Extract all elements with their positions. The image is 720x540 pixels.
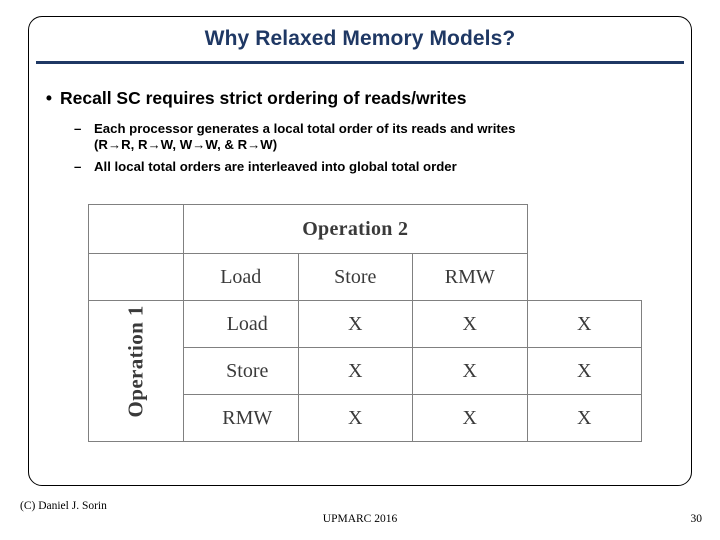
table-cell-load-store: X xyxy=(412,300,528,348)
table-cell-load-load: X xyxy=(297,300,413,348)
table-header-operation2: Operation 2 xyxy=(183,204,528,254)
table-header-operation1-label: Operation 1 xyxy=(123,304,148,417)
table-colheader-rmw: RMW xyxy=(412,253,528,301)
table-row-col-headers: Load Store RMW xyxy=(88,253,642,301)
footer-page-number: 30 xyxy=(690,513,703,525)
table-cell-store-load: X xyxy=(297,347,413,395)
sub-bullet-2: – All local total orders are interleaved… xyxy=(74,159,680,175)
title-divider xyxy=(36,61,684,64)
sub-bullet-marker: – xyxy=(74,159,82,174)
table-cell-corner-blank xyxy=(88,204,184,254)
sub-bullet-1-line1: Each processor generates a local total o… xyxy=(94,121,516,136)
table-cell-rmw-rmw: X xyxy=(526,394,642,442)
operation-matrix: Operation 2 Load Store RMW Operation 1 L… xyxy=(88,204,642,442)
bullet-level1: • Recall SC requires strict ordering of r… xyxy=(38,88,678,109)
table-rowheader-load: Load xyxy=(183,300,299,348)
table-row-op2-header: Operation 2 xyxy=(88,204,642,254)
sub-bullet-1-line2: (R→R, R→W, W→W, & R→W) xyxy=(94,137,278,152)
sub-bullet-marker: – xyxy=(74,121,82,136)
table-row-load: Operation 1 Load X X X xyxy=(88,300,642,442)
page-title: Why Relaxed Memory Models? xyxy=(204,27,516,50)
table-header-operation1: Operation 1 xyxy=(88,300,184,442)
operation-matrix-table: Operation 2 Load Store RMW Operation 1 L… xyxy=(88,204,642,442)
bullet-sublist: – Each processor generates a local total… xyxy=(74,121,680,177)
table-cell-rmw-load: X xyxy=(297,394,413,442)
footer-copyright: (C) Daniel J. Sorin xyxy=(20,500,107,512)
slide-border xyxy=(28,16,692,486)
table-rowheader-rmw: RMW xyxy=(183,394,299,442)
table-cell-store-rmw: X xyxy=(526,347,642,395)
sub-bullet-1: – Each processor generates a local total… xyxy=(74,121,680,153)
table-rowheader-store: Store xyxy=(183,347,299,395)
table-cell-load-rmw: X xyxy=(526,300,642,348)
table-colheader-load: Load xyxy=(183,253,299,301)
footer-conference: UPMARC 2016 xyxy=(322,513,398,525)
table-cell-store-store: X xyxy=(412,347,528,395)
table-colheader-store: Store xyxy=(297,253,413,301)
bullet-marker: • xyxy=(45,88,53,108)
table-row-store: Store X X X xyxy=(89,347,642,395)
table-cell-rmw-store: X xyxy=(412,394,528,442)
table-cell-blank xyxy=(88,253,184,301)
table-row-rmw: RMW X X X xyxy=(89,394,642,442)
bullet-level1-text: Recall SC requires strict ordering of re… xyxy=(60,88,467,108)
sub-bullet-2-text: All local total orders are interleaved i… xyxy=(94,159,457,174)
